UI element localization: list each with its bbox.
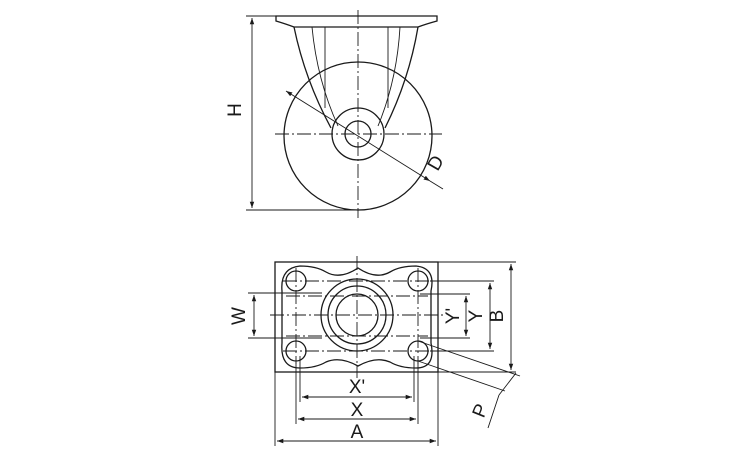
dim-label-p: P — [469, 401, 493, 421]
dim-label-b: B — [487, 310, 508, 323]
dim-label-w: W — [229, 307, 250, 325]
dim-label-x-prime: X' — [349, 377, 365, 398]
dim-label-x: X — [351, 400, 364, 421]
side-view — [246, 10, 444, 218]
plan-view — [248, 256, 521, 446]
dim-label-y-prime: Y' — [443, 308, 464, 324]
dim-label-h: H — [225, 103, 246, 117]
dim-label-a: A — [351, 422, 364, 443]
dim-label-d: D — [424, 152, 449, 174]
dim-label-y: Y — [466, 309, 487, 322]
